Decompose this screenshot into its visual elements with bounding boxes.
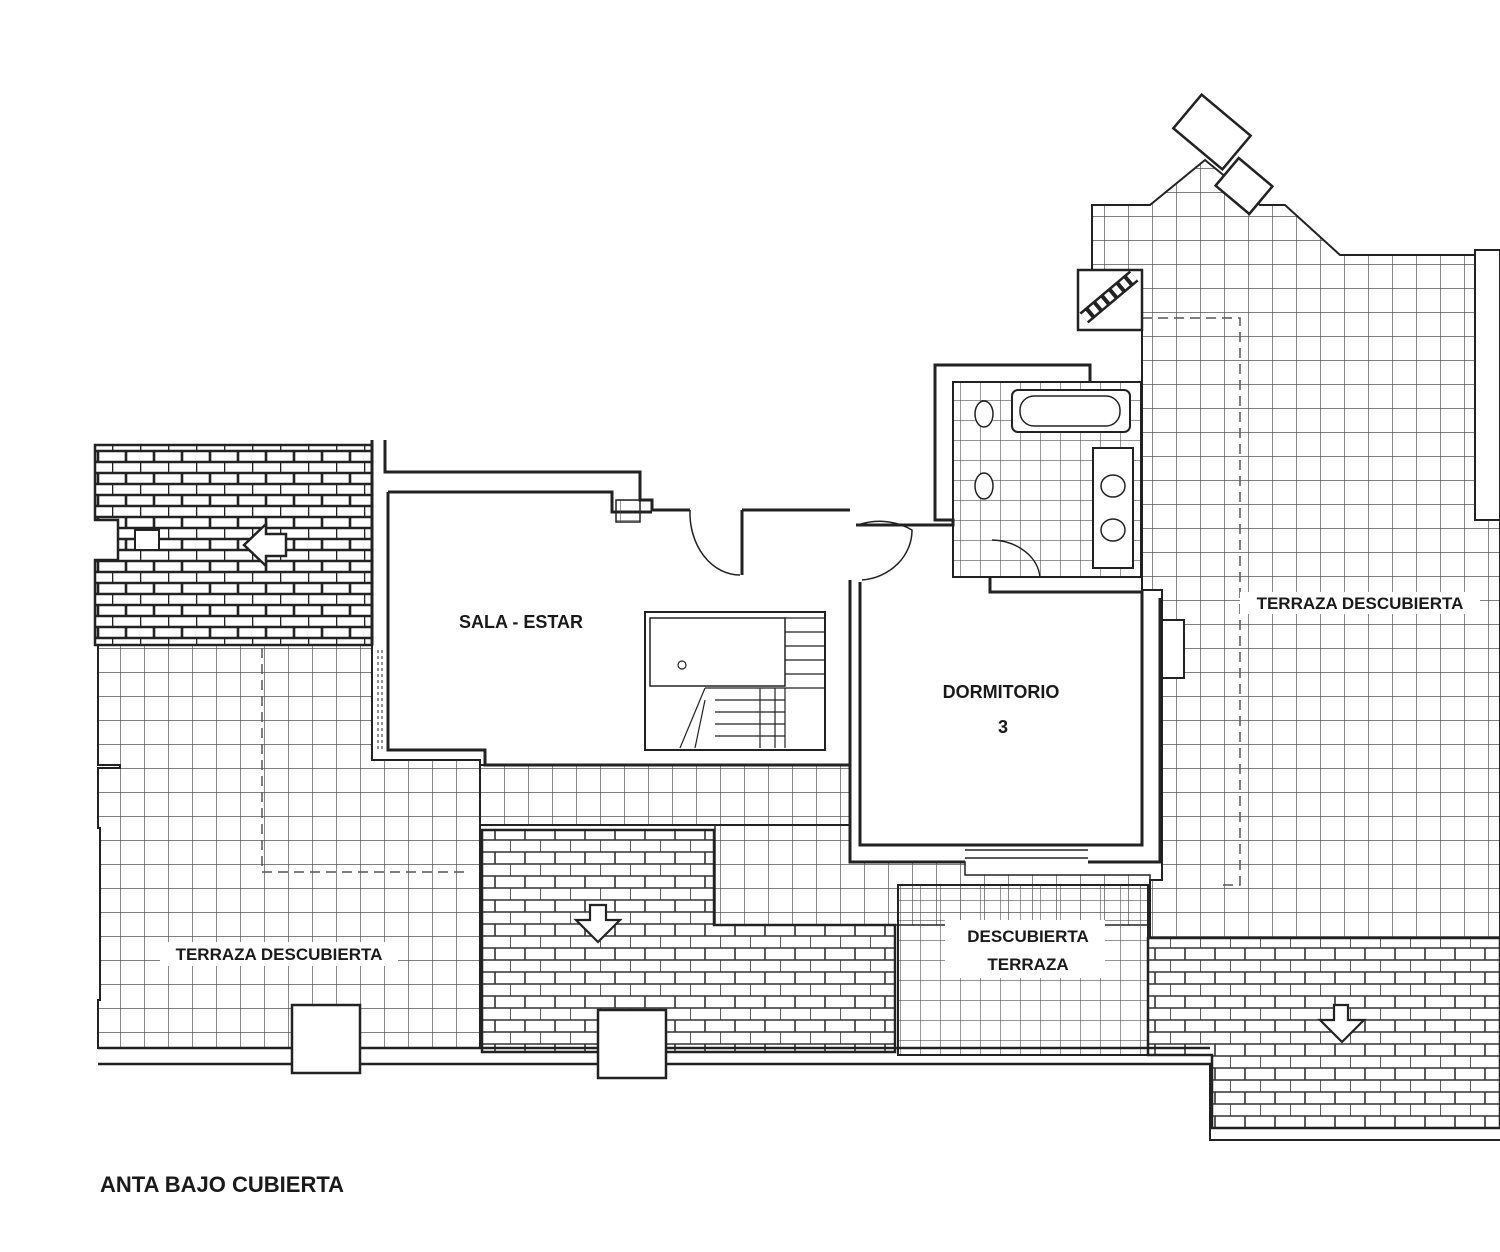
- label-terraza-left: TERRAZA DESCUBIERTA: [176, 945, 383, 964]
- slope-arrow-icon: [573, 903, 623, 944]
- brick-block-middle: [480, 828, 897, 1054]
- terrace-right: [1091, 158, 1500, 939]
- bathroom: [952, 381, 1142, 579]
- sala-estar-walls: [370, 440, 850, 767]
- terrace-left: [97, 644, 481, 1049]
- slope-arrow-icon: [1317, 1003, 1367, 1044]
- terrace-middle: [479, 764, 851, 826]
- plan-caption: ANTA BAJO CUBIERTA: [100, 1172, 344, 1197]
- chimney-middle: [596, 1008, 668, 1080]
- label-terraza-mid: TERRAZA: [987, 955, 1068, 974]
- label-terraza-right: TERRAZA DESCUBIERTA: [1257, 594, 1464, 613]
- dormitorio-walls: [848, 363, 1185, 864]
- label-dormitorio-number: 3: [998, 717, 1008, 737]
- roof-left: [93, 443, 374, 647]
- label-descubierta: DESCUBIERTA: [967, 927, 1089, 946]
- flue-shaft: [1076, 268, 1144, 332]
- slope-arrow-icon: [242, 521, 288, 569]
- chimney-boxes: [1171, 92, 1275, 216]
- label-dormitorio: DORMITORIO: [943, 682, 1060, 702]
- terrace-descubierta: [897, 884, 1149, 1056]
- label-sala-estar: SALA - ESTAR: [459, 612, 583, 632]
- brick-block-right: [1146, 936, 1500, 1141]
- staircase: [644, 611, 826, 751]
- chimney-left: [290, 1003, 362, 1075]
